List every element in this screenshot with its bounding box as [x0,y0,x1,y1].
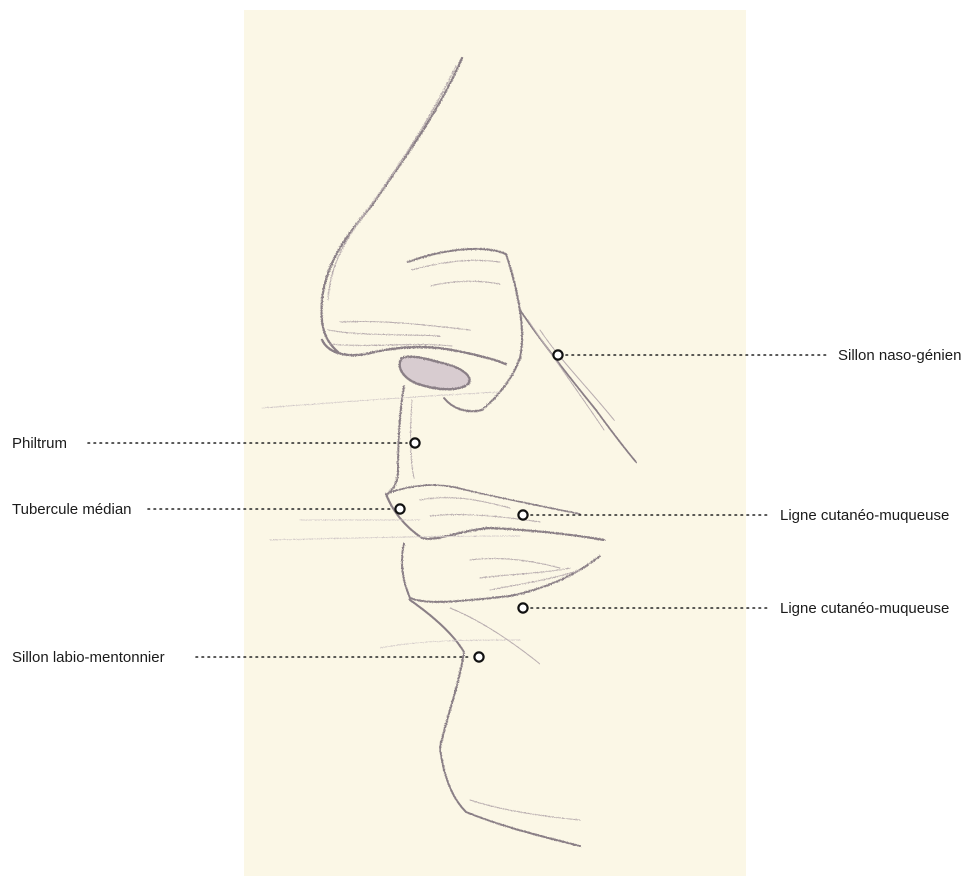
paper-sheet [244,10,746,876]
marker-tubercule-median [395,504,404,513]
marker-philtrum [410,438,419,447]
label-sillon-naso-genien: Sillon naso-génien [838,347,961,364]
label-philtrum: Philtrum [12,435,67,452]
marker-ligne-cutaneo-muqueuse-sup [518,510,527,519]
marker-sillon-labio-mentonnier [474,652,483,661]
marker-sillon-naso-genien [553,350,562,359]
label-sillon-labio-mentonnier: Sillon labio-mentonnier [12,649,165,666]
marker-ligne-cutaneo-muqueuse-inf [518,603,527,612]
label-tubercule-median: Tubercule médian [12,501,132,518]
label-ligne-cutaneo-muqueuse-inf: Ligne cutanéo-muqueuse [780,600,949,617]
label-ligne-cutaneo-muqueuse-sup: Ligne cutanéo-muqueuse [780,507,949,524]
